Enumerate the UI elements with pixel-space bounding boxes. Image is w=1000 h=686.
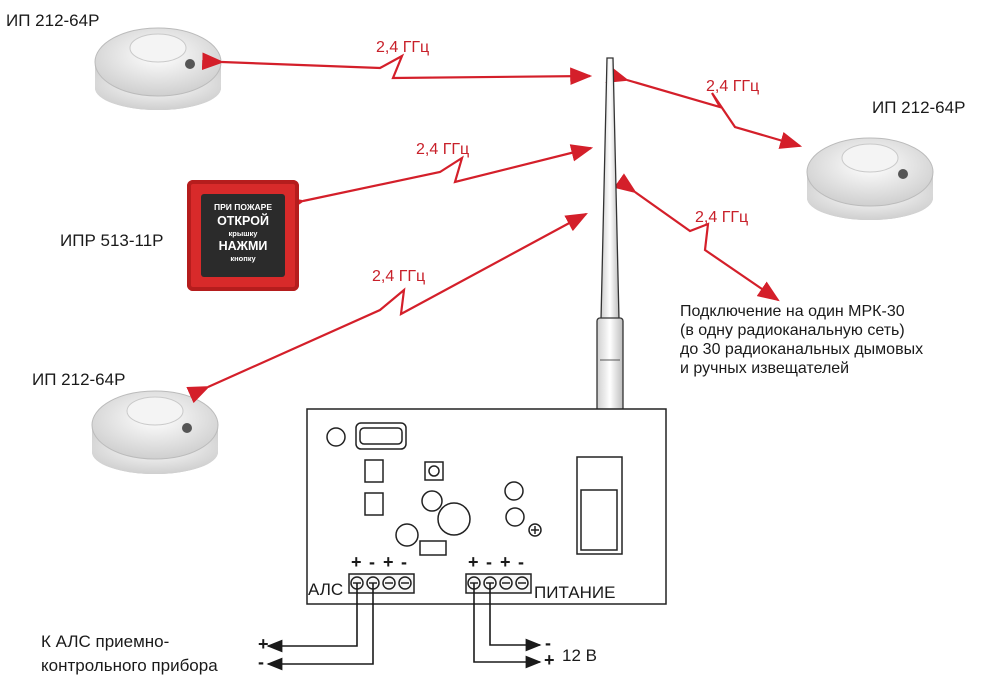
radio-link-top-left — [201, 52, 593, 86]
call-point-label: ИПР 513-11Р — [60, 231, 164, 250]
als-text-line-1: К АЛС приемно- — [41, 632, 170, 651]
detector-top-left-label: ИП 212-64Р — [6, 11, 100, 30]
power-sign-3: + — [500, 552, 511, 572]
als-sign-4: - — [401, 552, 407, 572]
power-sign-1: + — [468, 552, 479, 572]
antenna-icon — [596, 57, 624, 449]
note-line-3: до 30 радиоканальных дымовых — [680, 341, 924, 358]
detector-right-label: ИП 212-64Р — [872, 98, 966, 117]
call-point-line-2: ОТКРОЙ — [217, 214, 269, 228]
power-minus-wire — [489, 583, 542, 652]
radio-link-right — [605, 66, 803, 149]
detector-bottom-left-label: ИП 212-64Р — [32, 370, 126, 389]
radio-link-call-point — [281, 144, 594, 214]
link-frequency-5: 2,4 ГГц — [695, 209, 749, 226]
als-output-minus: - — [258, 652, 264, 672]
als-output-plus: + — [258, 634, 269, 654]
note-line-4: и ручных извещателей — [680, 360, 850, 377]
note-line-2: (в одну радиоканальную сеть) — [680, 322, 905, 339]
link-frequency-1: 2,4 ГГц — [376, 39, 430, 56]
power-sign-2: - — [486, 552, 492, 572]
note-line-1: Подключение на один МРК-30 — [680, 303, 905, 320]
als-sign-2: - — [369, 552, 375, 572]
smoke-detector-right-icon — [806, 137, 934, 220]
power-input-minus: - — [545, 633, 551, 653]
power-voltage-label: 12 В — [562, 646, 597, 665]
mrk-board — [306, 408, 667, 605]
power-plus-wire — [473, 583, 542, 669]
power-sign-4: - — [518, 552, 524, 572]
link-frequency-3: 2,4 ГГц — [372, 268, 426, 285]
call-point-face: ПРИ ПОЖАРЕ ОТКРОЙ крышку НАЖМИ кнопку — [201, 194, 285, 277]
power-terminal-label: ПИТАНИЕ — [534, 583, 616, 602]
manual-call-point-icon: ПРИ ПОЖАРЕ ОТКРОЙ крышку НАЖМИ кнопку — [187, 180, 299, 291]
als-minus-wire — [266, 583, 374, 671]
call-point-line-5: кнопку — [230, 254, 256, 263]
link-frequency-4: 2,4 ГГц — [706, 78, 760, 95]
power-input-plus: + — [544, 650, 555, 670]
call-point-line-4: НАЖМИ — [218, 239, 268, 253]
als-terminal-label: АЛС — [308, 580, 344, 599]
als-sign-3: + — [383, 552, 394, 572]
als-sign-1: + — [351, 552, 362, 572]
smoke-detector-bottom-left-icon — [91, 390, 219, 474]
radio-link-expansion — [613, 173, 780, 302]
smoke-detector-top-left-icon — [94, 27, 222, 110]
call-point-line-3: крышку — [228, 229, 258, 238]
als-plus-wire — [266, 583, 358, 653]
link-frequency-2: 2,4 ГГц — [416, 141, 470, 158]
radio-link-bottom-left — [186, 212, 588, 404]
als-text-line-2: контрольного прибора — [41, 656, 218, 675]
call-point-line-1: ПРИ ПОЖАРЕ — [213, 202, 273, 212]
capacity-note: Подключение на один МРК-30 (в одну радио… — [680, 302, 923, 378]
